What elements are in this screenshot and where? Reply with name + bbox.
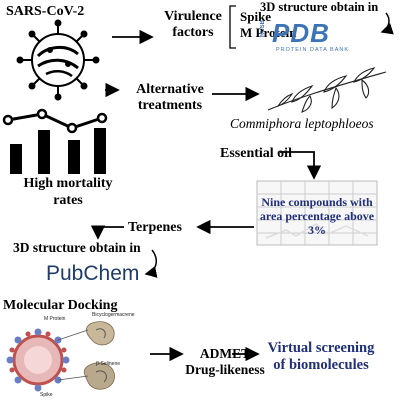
label-terpenes: Terpenes: [128, 220, 182, 235]
arrow-pubchem-curve: [144, 249, 158, 278]
label-spike: Spike: [240, 9, 272, 24]
arrow-terpenes-down: [90, 225, 124, 240]
dock-label-mprotein: M Protein: [44, 316, 66, 322]
label-virtual-screening: Virtual screening of biomolecules: [267, 340, 375, 373]
pdb-logo-subtitle: PROTEIN DATA BANK: [276, 47, 350, 53]
label-mprotein: M Protein: [240, 25, 297, 40]
pubchem-logo: PubChem: [46, 262, 140, 285]
label-commiphora: Commiphora leptophloeos: [230, 116, 374, 131]
label-pubchem-caption: 3D structure obtain in: [13, 240, 141, 255]
label-molecular-docking: Molecular Docking: [3, 298, 118, 313]
dock-label-beta-selinene: β-Selinene: [96, 361, 121, 367]
dock-label-spike: Spike: [40, 392, 53, 398]
pdb-logo-rcsb: RCSB: [260, 20, 266, 38]
pdb-logo: PDB: [272, 18, 330, 48]
commiphora-branch-icon: [267, 67, 387, 113]
label-essential-oil: Essential oil: [220, 146, 292, 161]
label-high-mortality: High mortality rates: [23, 176, 113, 208]
label-alternative-treatments: Alternative treatments: [136, 82, 204, 113]
docking-illustration: [6, 321, 115, 392]
label-sars-cov-2: SARS-CoV-2: [6, 4, 85, 19]
bracket: [229, 5, 236, 49]
label-nine-compounds: Nine compounds with area percentage abov…: [259, 195, 375, 237]
arrow-pdb-curve: [380, 12, 394, 35]
label-virulence-factors: Virulence factors: [164, 9, 222, 40]
compound-table-icon: [256, 180, 378, 246]
dock-label-bicyclogermacrene: Bicyclogermacrene: [92, 312, 135, 318]
label-admet: ADMET Drug-likeness: [185, 346, 265, 377]
label-pdb-caption: 3D structure obtain in: [260, 0, 379, 14]
mortality-chart-icon: [2, 108, 108, 174]
arrow-oil: [280, 151, 322, 180]
sars-cov-2-icon: [16, 19, 100, 101]
label-spike-mprotein: Spike M Protein: [240, 9, 296, 41]
